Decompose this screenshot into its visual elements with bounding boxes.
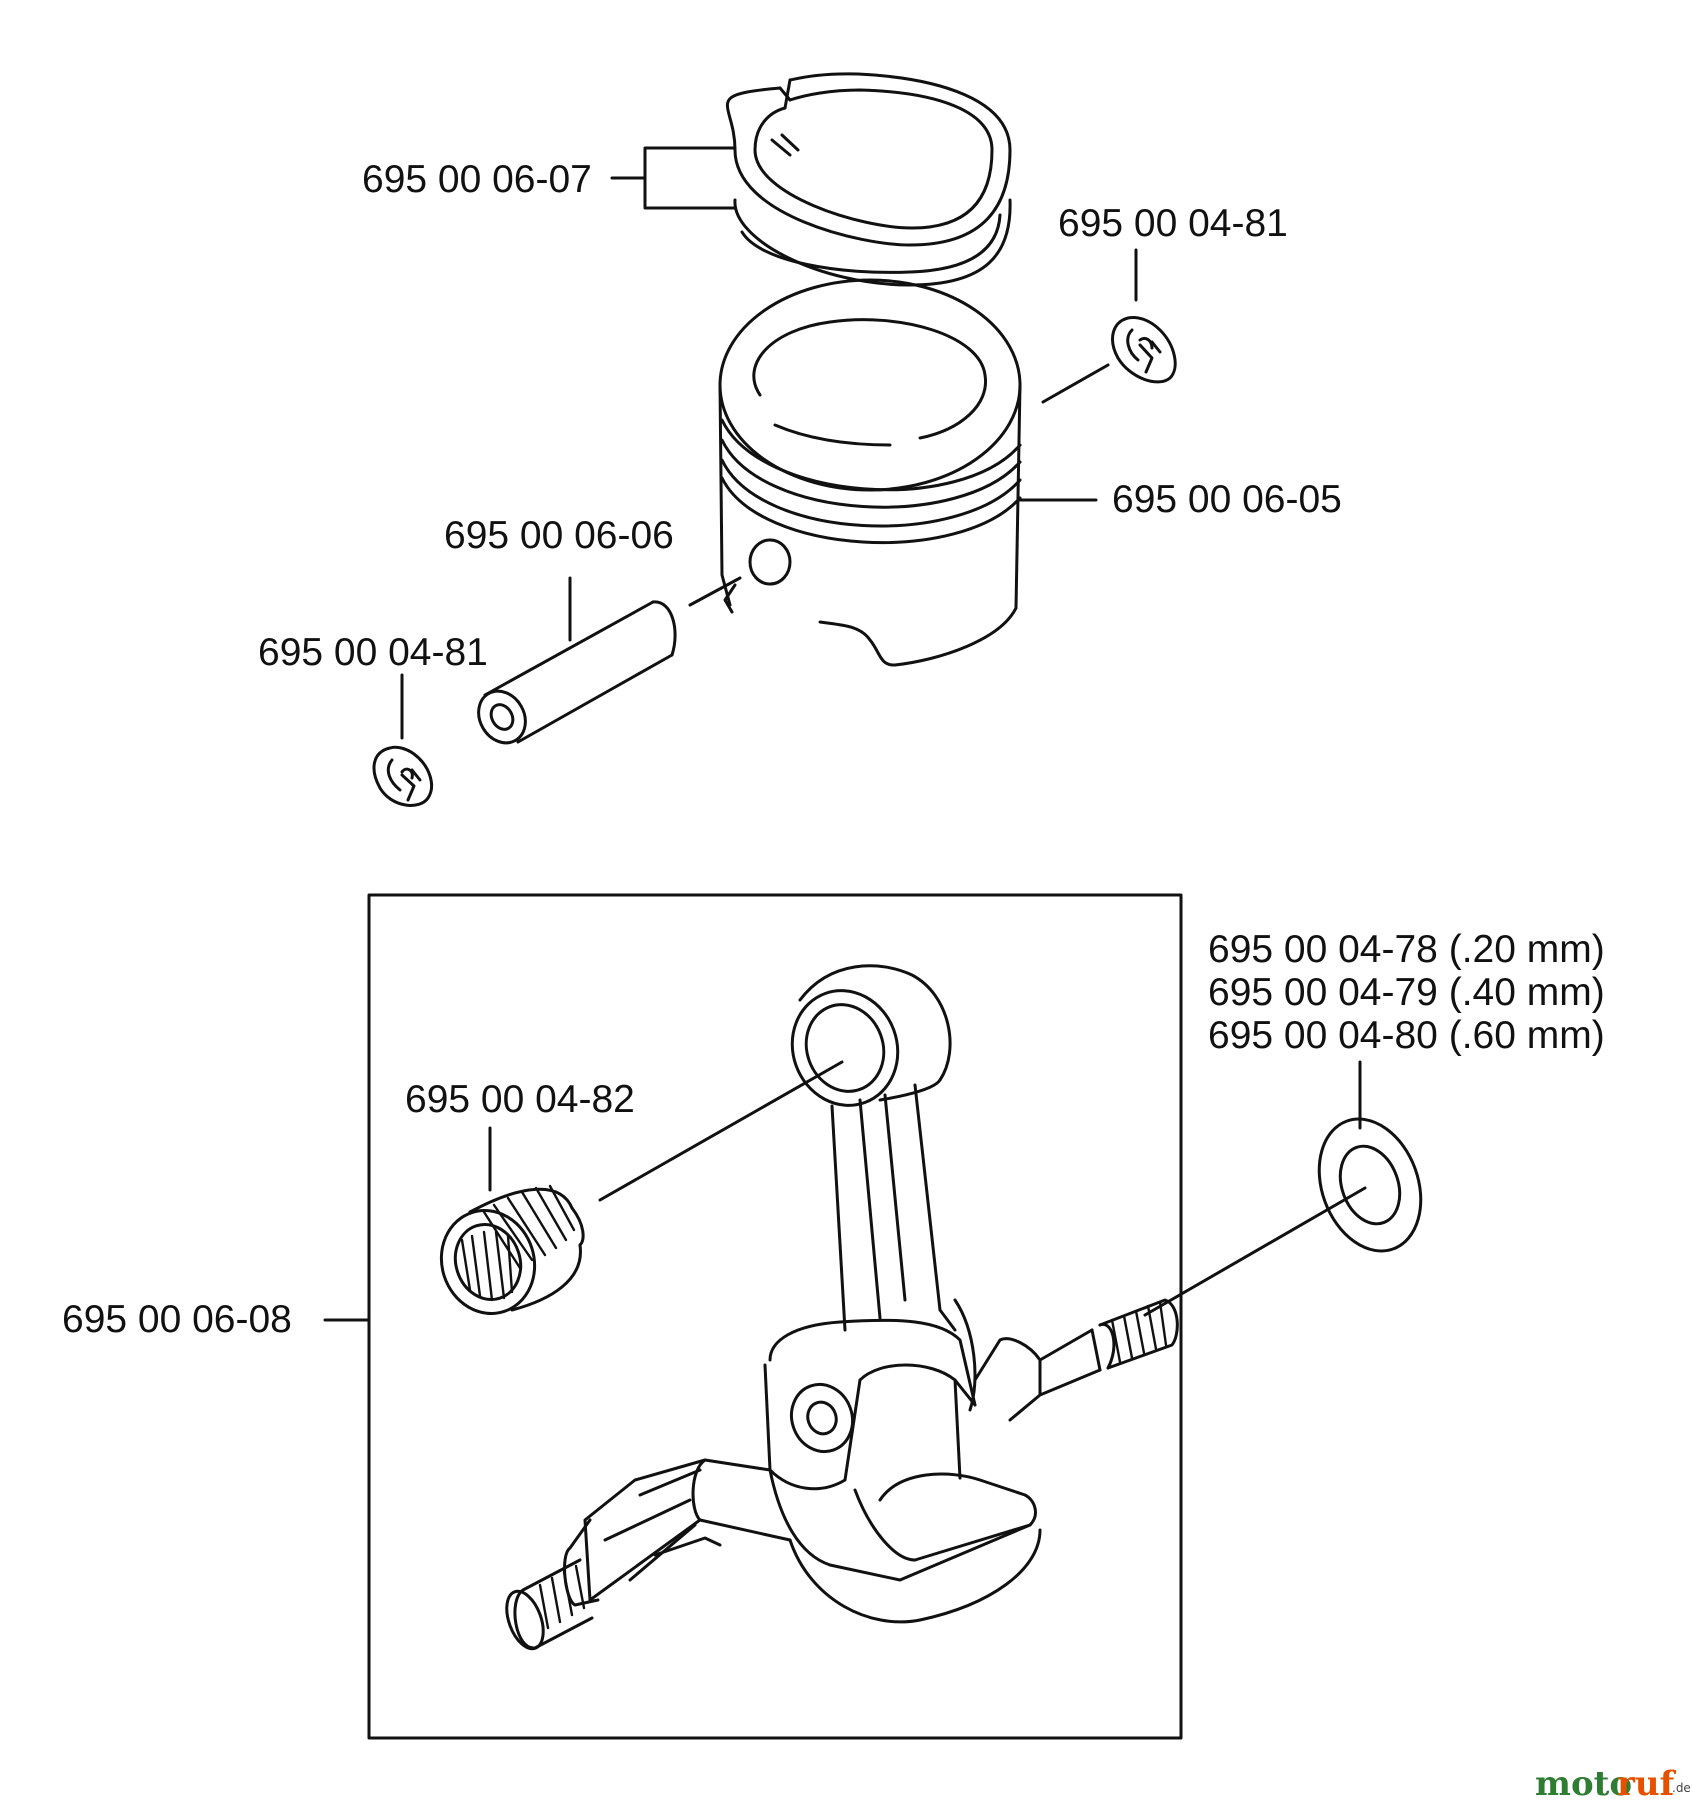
circlip-icon — [372, 745, 433, 807]
leader-circlip-top — [1041, 363, 1110, 404]
label-piston-pin: 695 00 06-06 — [444, 514, 674, 557]
label-shim-2: 695 00 04-79 (.40 mm) — [1208, 971, 1605, 1014]
leader-shim-b — [1143, 1186, 1367, 1317]
watermark-suffix: .de — [1672, 1781, 1691, 1795]
shim-washer-icon — [1317, 1117, 1423, 1253]
needle-bearing-icon — [439, 1184, 585, 1315]
piston-icon — [718, 278, 1022, 667]
leader-piston-pin-b — [688, 576, 742, 607]
label-shim-3: 695 00 04-80 (.60 mm) — [1208, 1014, 1605, 1057]
piston-rings-icon — [610, 72, 1012, 287]
label-circlip-left: 695 00 04-81 — [258, 631, 488, 674]
label-piston-rings: 695 00 06-07 — [362, 158, 592, 201]
label-crankshaft: 695 00 06-08 — [62, 1298, 292, 1341]
watermark-logo: moto ruf .de — [1535, 1764, 1691, 1800]
label-needle-bearing: 695 00 04-82 — [405, 1078, 635, 1121]
crankshaft-icon — [505, 964, 1179, 1651]
piston-pin-icon — [477, 600, 677, 745]
circlip-icon — [1111, 248, 1177, 384]
label-circlip-top: 695 00 04-81 — [1058, 202, 1288, 245]
crankshaft-assembly-frame — [367, 893, 1183, 1740]
watermark-brand-b: ruf — [1617, 1764, 1677, 1800]
leader-needle-bearing-b — [598, 1060, 844, 1202]
watermark-brand-a: moto — [1535, 1764, 1632, 1800]
label-shim-1: 695 00 04-78 (.20 mm) — [1208, 928, 1605, 971]
label-piston: 695 00 06-05 — [1112, 478, 1342, 521]
